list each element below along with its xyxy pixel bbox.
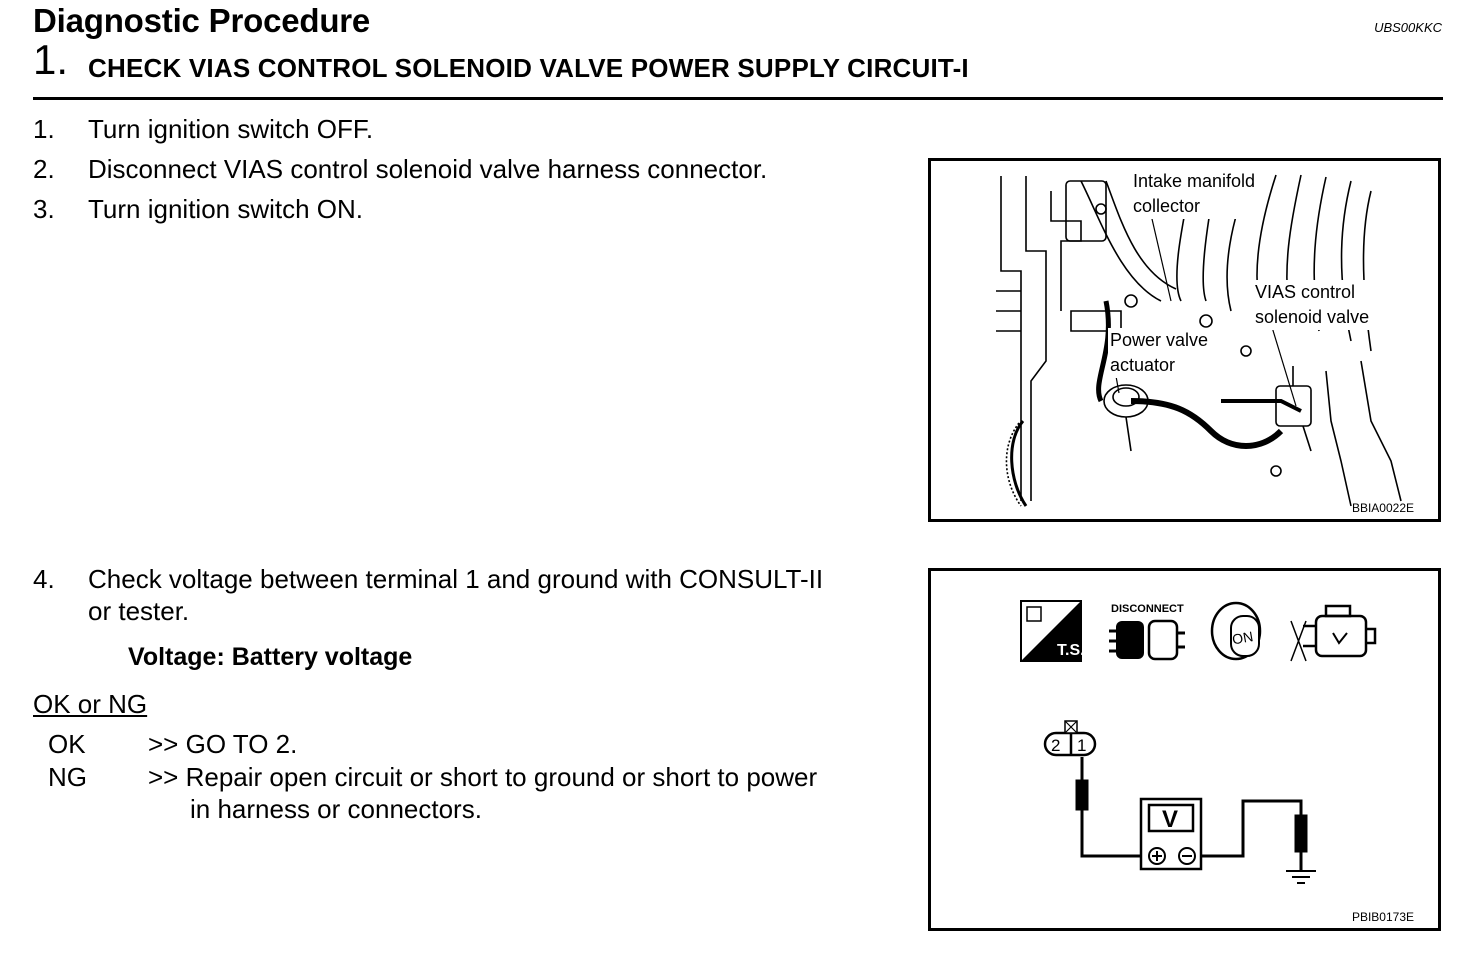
step-item-number: 1. [33,114,55,144]
figure-code: PBIB0173E [1351,910,1414,924]
step-item-number: 3. [33,194,55,224]
figure-code: BBIA0022E [1351,501,1414,515]
step-item-text: Turn ignition switch OFF. [88,114,374,144]
voltmeter-v-label: V [1162,806,1178,833]
step-title: CHECK VIAS CONTROL SOLENOID VALVE POWER … [88,53,969,83]
test-status-icon: T.S. [1020,600,1085,662]
ng-action-continued: in harness or connectors. [190,794,482,824]
power-valve-label: Power valve actuator [1108,328,1211,378]
ng-action: >> Repair open circuit or short to groun… [148,762,818,792]
vias-solenoid-label: VIAS control solenoid valve [1253,280,1372,330]
intake-label-line1: Intake manifold [1133,171,1256,191]
step-item-text: Check voltage between terminal 1 and gro… [88,564,824,594]
intake-label-line2: collector [1133,196,1201,216]
step-item-text: Disconnect VIAS control solenoid valve h… [88,154,768,184]
ts-text: T.S. [1057,642,1085,659]
ok-ng-heading: OK or NG [33,689,148,719]
vias-label-line1: VIAS control [1255,282,1356,302]
step-item-text: Turn ignition switch ON. [88,194,364,224]
page-title: Diagnostic Procedure [33,2,371,39]
engine-illustration-figure: Intake manifold collector VIAS control s… [928,158,1441,522]
step-number: 1. [33,36,69,83]
power-label-line2: actuator [1110,355,1176,375]
engine-off-icon [1290,604,1377,662]
vias-label-line2: solenoid valve [1255,307,1370,327]
document-code: UBS00KKC [1374,20,1442,35]
on-text: ON [1231,628,1254,647]
step-item-number: 2. [33,154,55,184]
ng-label: NG [48,762,87,792]
voltage-check-figure: T.S. DISCONNECT ON [928,568,1441,931]
voltage-spec: Voltage: Battery voltage [128,643,413,671]
intake-manifold-label: Intake manifold collector [1131,169,1258,219]
disconnect-icon: DISCONNECT [1109,603,1185,661]
step-item-number: 4. [33,564,55,594]
terminal-1-label: 1 [1077,736,1086,755]
ok-label: OK [48,729,86,759]
voltmeter: V [1139,797,1203,871]
power-label-line1: Power valve [1110,330,1209,350]
ignition-on-icon: ON [1210,601,1262,661]
step-item-text: or tester. [88,596,190,626]
voltage-check-diagram: T.S. DISCONNECT ON [1020,600,1377,884]
terminal-2-label: 2 [1051,736,1060,755]
title-divider [33,97,1443,100]
ok-action: >> GO TO 2. [148,729,298,759]
test-leads [1075,757,1316,884]
harness-connector: 2 1 [1043,720,1097,757]
disconnect-text: DISCONNECT [1111,603,1184,615]
